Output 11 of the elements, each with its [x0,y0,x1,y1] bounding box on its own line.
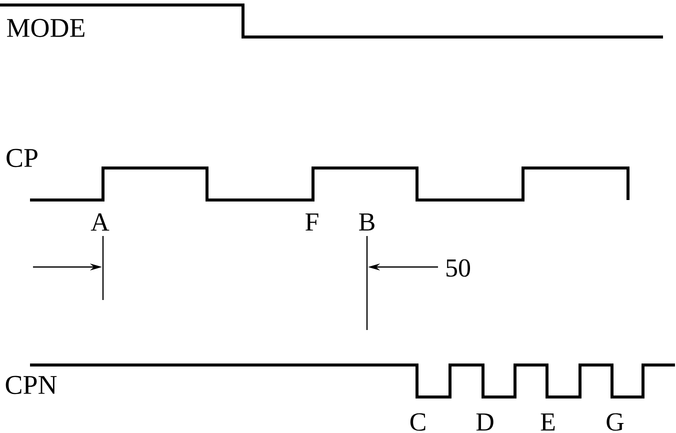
signal-name: CP [6,148,38,168]
point-letter: G [606,413,624,431]
point-letter: F [306,213,318,231]
point-letter: A [90,213,110,231]
point-letter: E [540,413,555,431]
signal-name: MODE [7,18,84,38]
dimension-value: 50 [446,259,470,277]
point-letter: C [410,413,426,431]
point-letter: B [359,213,374,231]
signal-name: CPN [6,376,57,394]
point-letter: D [476,413,494,431]
